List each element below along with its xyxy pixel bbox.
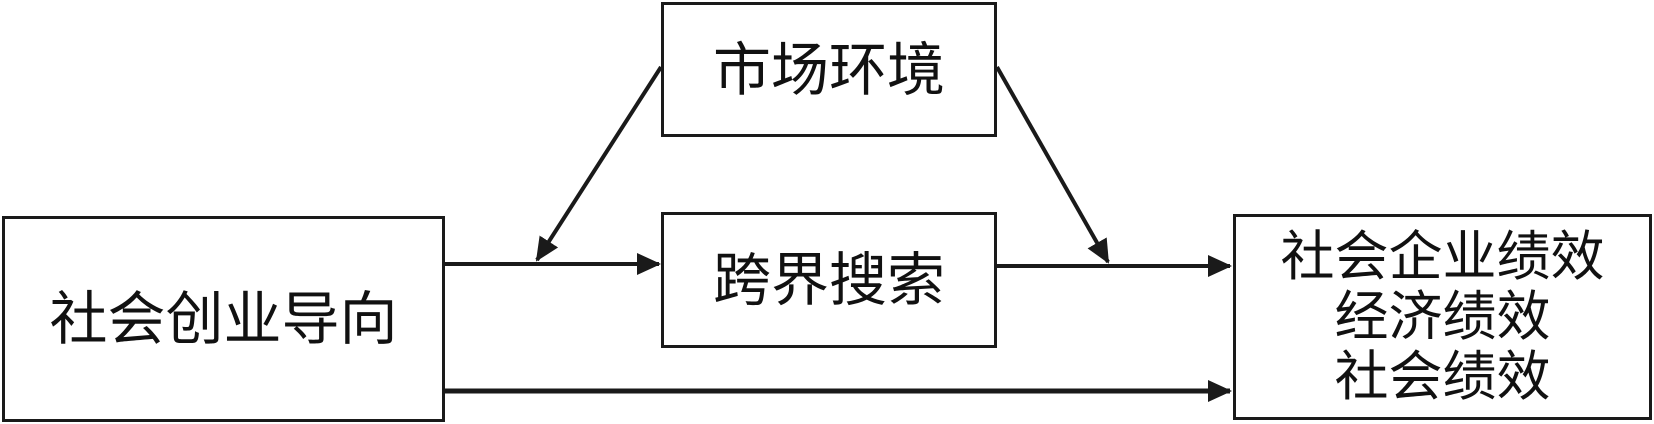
performance-label-line2: 经济绩效 xyxy=(1334,285,1551,348)
social-entrepreneurial-orientation-label: 社会创业导向 xyxy=(49,285,398,353)
performance-node: 社会企业绩效 经济绩效 社会绩效 xyxy=(1233,214,1652,420)
performance-lines: 社会企业绩效 经济绩效 社会绩效 xyxy=(1281,230,1605,404)
market-environment-node: 市场环境 xyxy=(661,2,997,137)
arrow-market-moderates-first-path xyxy=(535,65,663,262)
performance-label-line1: 社会企业绩效 xyxy=(1280,225,1605,288)
arrow-market-moderates-second-path xyxy=(995,66,1110,264)
performance-label-line3: 社会绩效 xyxy=(1334,345,1551,408)
boundary-spanning-search-label: 跨界搜索 xyxy=(712,246,945,314)
social-entrepreneurial-orientation-node: 社会创业导向 xyxy=(2,216,445,422)
market-environment-label: 市场环境 xyxy=(712,35,945,104)
boundary-spanning-search-node: 跨界搜索 xyxy=(661,212,997,348)
